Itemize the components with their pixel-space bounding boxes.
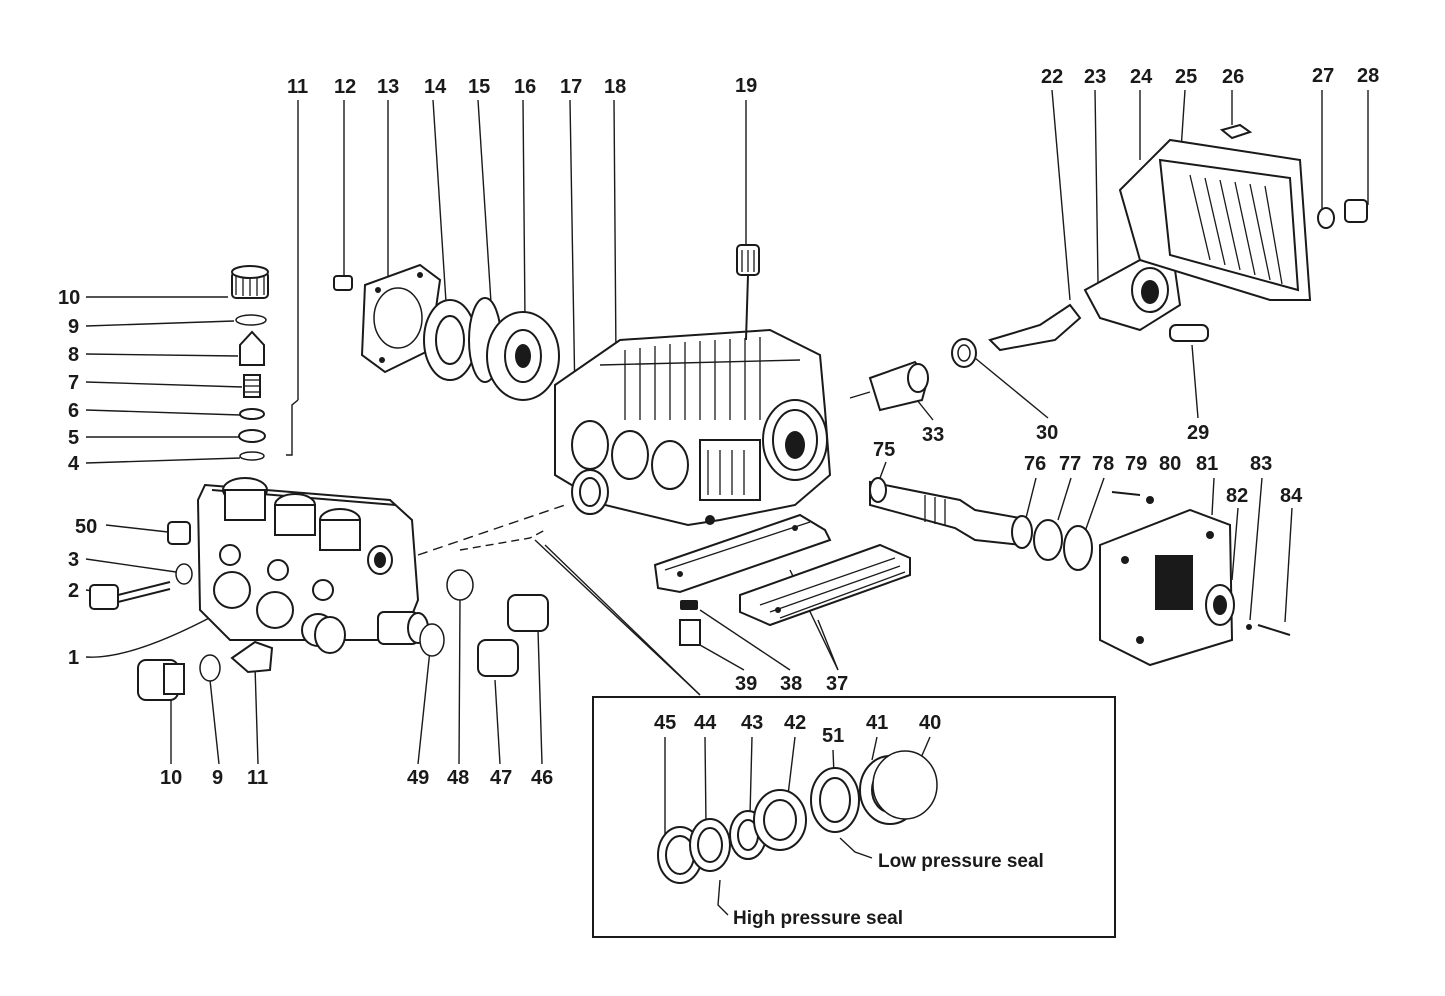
label-4: 4 xyxy=(68,453,80,475)
label-38: 38 xyxy=(780,673,802,695)
label-75: 75 xyxy=(873,439,895,461)
label-6: 6 xyxy=(68,400,79,422)
bottom-left-callouts: 10 9 11 49 48 47 46 xyxy=(160,767,553,789)
label-81: 81 xyxy=(1196,453,1218,475)
left-loose-parts xyxy=(89,521,274,701)
side-flange xyxy=(1099,491,1291,667)
label-18: 18 xyxy=(604,76,626,98)
label-1: 1 xyxy=(68,647,79,669)
left-callouts: 10 9 8 7 6 5 4 50 3 2 1 xyxy=(58,287,97,669)
label-49: 49 xyxy=(407,767,429,789)
label-33: 33 xyxy=(922,424,944,446)
label-76: 76 xyxy=(1024,453,1046,475)
bottom-left-leaders xyxy=(170,599,543,765)
label-22: 22 xyxy=(1041,66,1063,88)
label-7: 7 xyxy=(68,372,79,394)
label-2: 2 xyxy=(68,580,79,602)
label-80: 80 xyxy=(1159,453,1181,475)
seal-detail-inset: 45 44 43 42 51 41 40 Low pressure xyxy=(592,696,1116,938)
label-12: 12 xyxy=(334,76,356,98)
label-3: 3 xyxy=(68,549,79,571)
label-29: 29 xyxy=(1187,422,1209,444)
label-82: 82 xyxy=(1226,485,1248,507)
label-84: 84 xyxy=(1280,485,1303,507)
label-78: 78 xyxy=(1092,453,1114,475)
label-43: 43 xyxy=(741,712,763,734)
label-44: 44 xyxy=(694,712,717,734)
label-16: 16 xyxy=(514,76,536,98)
crankcase xyxy=(554,328,832,527)
rear-cover xyxy=(1118,123,1368,301)
label-11-bottom: 11 xyxy=(247,767,268,789)
label-42: 42 xyxy=(784,712,806,734)
bearing xyxy=(423,297,560,401)
label-23: 23 xyxy=(1084,66,1106,88)
low-pressure-seal-label: Low pressure seal xyxy=(878,851,1044,872)
label-39: 39 xyxy=(735,673,757,695)
mounting-feet xyxy=(653,513,911,646)
label-28: 28 xyxy=(1357,65,1379,87)
label-47: 47 xyxy=(490,767,512,789)
label-8: 8 xyxy=(68,344,79,366)
label-83: 83 xyxy=(1250,453,1272,475)
label-37: 37 xyxy=(826,673,848,695)
label-11-top: 11 xyxy=(287,76,308,98)
manifold-head xyxy=(196,477,429,654)
label-15: 15 xyxy=(468,76,490,98)
seal-ring xyxy=(571,469,609,515)
label-48: 48 xyxy=(447,767,469,789)
label-40: 40 xyxy=(919,712,941,734)
inset-leaders xyxy=(664,736,931,916)
label-5: 5 xyxy=(68,427,79,449)
label-45: 45 xyxy=(654,712,676,734)
left-leader-lines xyxy=(85,296,243,658)
label-51: 51 xyxy=(822,725,844,747)
label-24: 24 xyxy=(1130,66,1153,88)
label-25: 25 xyxy=(1175,66,1197,88)
label-17: 17 xyxy=(560,76,582,98)
washer-30 xyxy=(951,338,977,368)
label-26: 26 xyxy=(1222,66,1244,88)
label-46: 46 xyxy=(531,767,553,789)
inset-connector xyxy=(544,544,701,696)
label-10-top: 10 xyxy=(58,287,80,309)
plunger-guide xyxy=(849,360,930,412)
high-pressure-seal-label: High pressure seal xyxy=(733,908,903,929)
center-callouts: 33 30 29 75 76 77 78 79 80 81 83 82 84 3… xyxy=(735,422,1303,695)
label-14: 14 xyxy=(424,76,447,98)
label-77: 77 xyxy=(1059,453,1081,475)
label-19: 19 xyxy=(735,75,757,97)
label-27: 27 xyxy=(1312,65,1334,87)
crankshaft xyxy=(869,477,1093,571)
label-10-bottom: 10 xyxy=(160,767,182,789)
label-50: 50 xyxy=(75,516,97,538)
label-9-bottom: 9 xyxy=(212,767,223,789)
top-callouts: 11 12 13 14 15 16 17 18 19 22 23 24 25 2… xyxy=(287,65,1379,98)
label-9-top: 9 xyxy=(68,316,79,338)
label-13: 13 xyxy=(377,76,399,98)
oil-dipstick xyxy=(736,244,760,341)
manifold-plugs xyxy=(419,569,549,677)
center-leaders xyxy=(699,344,1293,671)
label-30: 30 xyxy=(1036,422,1058,444)
label-41: 41 xyxy=(866,712,888,734)
valve-stack xyxy=(231,265,269,461)
label-79: 79 xyxy=(1125,453,1147,475)
connecting-rod xyxy=(988,258,1209,352)
cover-gasket xyxy=(333,263,442,374)
